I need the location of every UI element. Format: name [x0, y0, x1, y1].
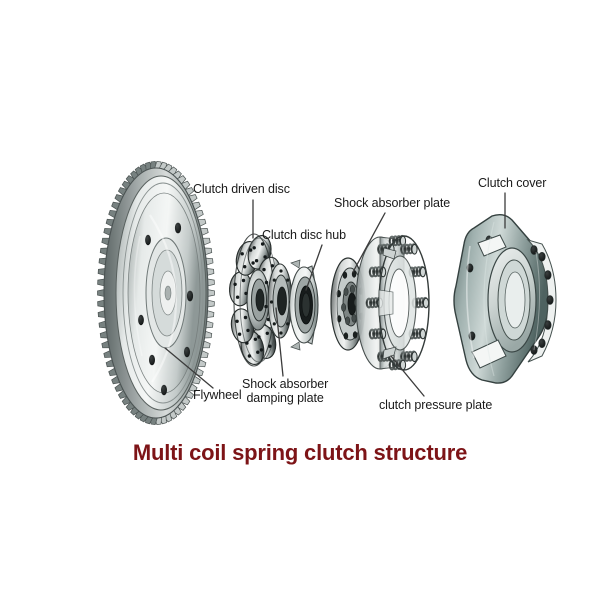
- leader-line-flywheel: [164, 347, 214, 389]
- label-clutch-cover: Clutch cover: [478, 176, 547, 190]
- component-clutch-disc-hub: [289, 259, 319, 351]
- leader-line-shock-absorber-damping-plate: [275, 307, 284, 377]
- page-title: Multi coil spring clutch structure: [132, 440, 468, 465]
- component-clutch-cover: [453, 213, 557, 384]
- label-clutch-driven-disc: Clutch driven disc: [193, 182, 290, 196]
- flywheel-bolt-holes: [138, 222, 194, 396]
- label-shock-absorber-damping-plate: Shock absorber damping plate: [242, 377, 329, 405]
- component-clutch-driven-disc: [229, 233, 283, 367]
- label-clutch-pressure-plate: clutch pressure plate: [379, 398, 493, 412]
- component-clutch-pressure-plate: [355, 234, 430, 371]
- leader-line-clutch-disc-hub: [305, 244, 323, 291]
- leader-lines: [164, 192, 506, 397]
- component-shock-absorber-damping-plate: [267, 263, 293, 339]
- component-flywheel: [97, 161, 215, 425]
- leader-line-shock-absorber-plate: [352, 212, 386, 273]
- flywheel-ring-gear-teeth: [97, 161, 215, 425]
- label-flywheel: Flywheel: [193, 388, 242, 402]
- leader-line-clutch-pressure-plate: [390, 355, 425, 397]
- label-clutch-disc-hub: Clutch disc hub: [262, 228, 346, 242]
- label-shock-absorber-plate: Shock absorber plate: [334, 196, 451, 210]
